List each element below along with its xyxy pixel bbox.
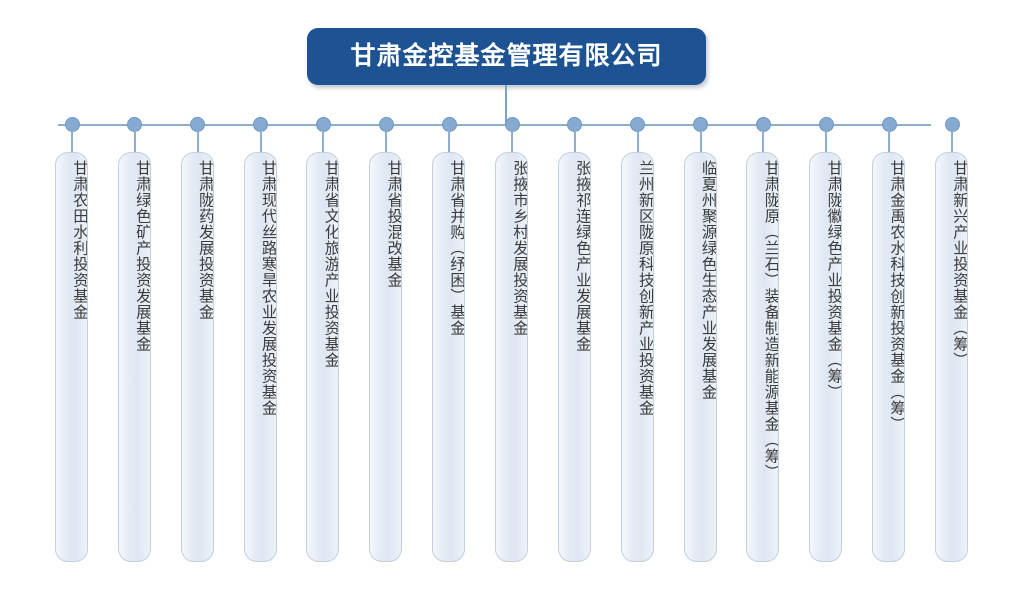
branch-dot-icon xyxy=(441,117,457,132)
branch-card-label: 甘肃农田水利投资基金 xyxy=(71,160,88,320)
branch-stem-connector xyxy=(636,131,639,153)
branch-card-label: 甘肃陇徽绿色产业投资基金（筹） xyxy=(825,160,843,400)
branch-dot-icon xyxy=(693,117,709,132)
branch-stem-connector xyxy=(951,131,954,153)
branch-card-label: 甘肃陇原（兰石）装备制造新能源基金（筹） xyxy=(762,160,780,480)
root-drop-connector xyxy=(505,85,507,126)
branch-card[interactable]: 临夏州聚源绿色生态产业发展基金 xyxy=(683,152,717,562)
branch-card[interactable]: 甘肃省文化旅游产业投资基金 xyxy=(306,152,340,562)
branch-card-label: 兰州新区陇原科技创新产业投资基金 xyxy=(636,160,654,416)
branch-dot-icon xyxy=(755,117,771,132)
branch-stem-connector xyxy=(133,131,136,153)
branch-dot-icon xyxy=(630,117,646,132)
branch-card[interactable]: 甘肃绿色矿产投资发展基金 xyxy=(117,152,151,562)
branch-dot-icon xyxy=(315,117,331,132)
branch-card[interactable]: 张掖祁连绿色产业发展基金 xyxy=(557,152,591,562)
branch-card-label: 临夏州聚源绿色生态产业发展基金 xyxy=(699,160,717,400)
branch-card[interactable]: 甘肃省并购（纾困）基金 xyxy=(432,152,466,562)
branch-card[interactable]: 甘肃新兴产业投资基金（筹） xyxy=(935,152,969,562)
branch-card[interactable]: 甘肃陇徽绿色产业投资基金（筹） xyxy=(809,152,843,562)
branch-card-label: 甘肃金禹农水科技创新投资基金（筹） xyxy=(888,160,906,432)
branch-dot-icon xyxy=(64,117,80,132)
branch-card[interactable]: 甘肃省投混改基金 xyxy=(369,152,403,562)
branch-dot-icon xyxy=(567,117,583,132)
branch-card[interactable]: 甘肃陇药发展投资基金 xyxy=(180,152,214,562)
branch-card-label: 张掖市乡村发展投资基金 xyxy=(511,160,529,336)
branch-stem-connector xyxy=(699,131,702,153)
branch-card-label: 甘肃新兴产业投资基金（筹） xyxy=(951,160,969,368)
branch-stem-connector xyxy=(196,131,199,153)
branch-card-label: 甘肃陇药发展投资基金 xyxy=(196,160,214,320)
branch-dot-icon xyxy=(881,117,897,132)
branch-card-label: 张掖祁连绿色产业发展基金 xyxy=(573,160,591,352)
branch-stem-connector xyxy=(825,131,828,153)
branch-stem-connector xyxy=(888,131,891,153)
branch-stem-connector xyxy=(71,131,73,153)
branch-card[interactable]: 甘肃金禹农水科技创新投资基金（筹） xyxy=(872,152,906,562)
branch-dot-icon xyxy=(127,117,143,132)
branch-dot-icon xyxy=(253,117,269,132)
branch-card-label: 甘肃绿色矿产投资发展基金 xyxy=(133,160,151,352)
branch-dot-icon xyxy=(944,117,960,132)
branch-card[interactable]: 甘肃现代丝路寒旱农业发展投资基金 xyxy=(243,152,277,562)
branch-card[interactable]: 兰州新区陇原科技创新产业投资基金 xyxy=(620,152,654,562)
branch-card-label: 甘肃省文化旅游产业投资基金 xyxy=(322,160,340,368)
branch-card-label: 甘肃现代丝路寒旱农业发展投资基金 xyxy=(259,160,277,416)
horizontal-bus-connector xyxy=(58,124,931,126)
root-node[interactable]: 甘肃金控基金管理有限公司 xyxy=(307,28,706,85)
branch-stem-connector xyxy=(511,131,514,153)
branch-dot-icon xyxy=(190,117,206,132)
branch-card[interactable]: 张掖市乡村发展投资基金 xyxy=(495,152,529,562)
branch-dot-icon xyxy=(818,117,834,132)
branch-card-label: 甘肃省并购（纾困）基金 xyxy=(448,160,466,336)
branch-stem-connector xyxy=(762,131,765,153)
branch-card[interactable]: 甘肃农田水利投资基金 xyxy=(55,152,88,562)
root-node-label: 甘肃金控基金管理有限公司 xyxy=(350,42,663,70)
branch-dot-icon xyxy=(504,117,520,132)
branch-stem-connector xyxy=(259,131,262,153)
branch-stem-connector xyxy=(322,131,325,153)
branch-card[interactable]: 甘肃陇原（兰石）装备制造新能源基金（筹） xyxy=(746,152,780,562)
branch-card-label: 甘肃省投混改基金 xyxy=(385,160,403,288)
branch-stem-connector xyxy=(448,131,451,153)
branch-stem-connector xyxy=(385,131,388,153)
branch-stem-connector xyxy=(573,131,576,153)
branch-dot-icon xyxy=(378,117,394,132)
